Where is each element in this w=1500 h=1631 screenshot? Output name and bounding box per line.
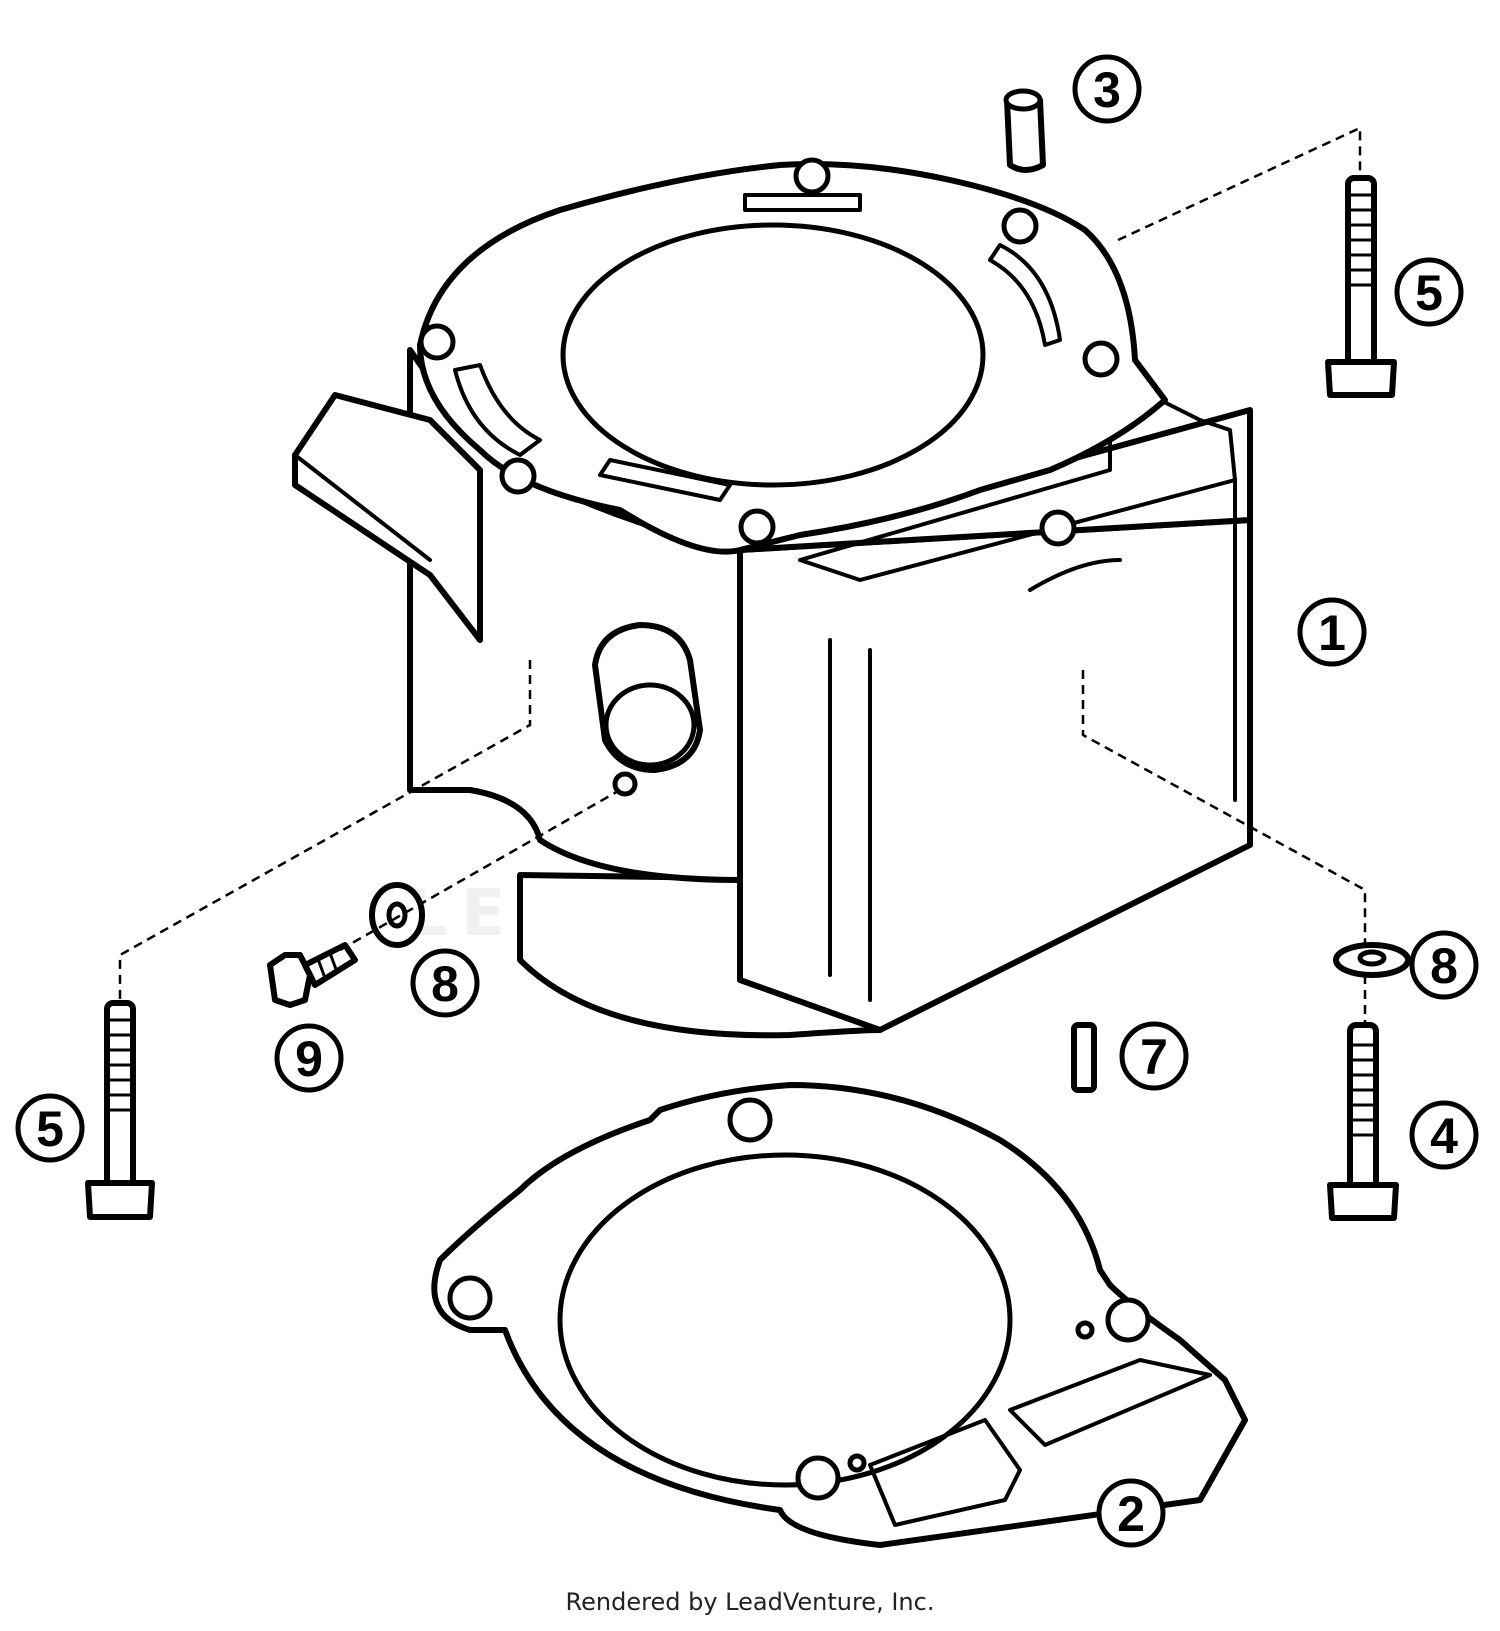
callout-7: 7 — [1119, 1021, 1189, 1091]
svg-text:5: 5 — [36, 1101, 64, 1157]
screw-part[interactable] — [267, 942, 358, 1008]
bolt-bottom-right-part[interactable] — [1327, 1022, 1399, 1221]
callout-5-top: 5 — [1394, 257, 1464, 327]
bolt-bottom-left-part[interactable] — [85, 1000, 155, 1220]
svg-text:2: 2 — [1117, 1486, 1145, 1542]
callout-1: 1 — [1297, 597, 1367, 667]
svg-text:8: 8 — [1430, 938, 1458, 994]
cylinder-part[interactable] — [292, 157, 1253, 1039]
svg-text:3: 3 — [1093, 62, 1121, 118]
footer-credit: Rendered by LeadVenture, Inc. — [565, 1588, 935, 1616]
svg-text:8: 8 — [431, 956, 459, 1012]
bolt-top-right-part[interactable] — [1325, 175, 1397, 398]
svg-text:4: 4 — [1430, 1108, 1458, 1164]
callout-4: 4 — [1409, 1100, 1479, 1170]
svg-text:1: 1 — [1318, 605, 1346, 661]
callout-3: 3 — [1072, 54, 1142, 124]
callout-8-left: 8 — [410, 948, 480, 1018]
washer-right-part[interactable] — [1333, 942, 1411, 978]
callout-2: 2 — [1096, 1478, 1166, 1548]
pin-part[interactable] — [1071, 1022, 1097, 1093]
base-gasket-part[interactable] — [431, 1082, 1248, 1548]
callout-9: 9 — [274, 1023, 344, 1093]
dowel-sleeve-part[interactable] — [1003, 88, 1046, 173]
callout-5-bottom: 5 — [15, 1093, 85, 1163]
svg-text:7: 7 — [1140, 1029, 1168, 1085]
callout-8-right: 8 — [1409, 930, 1479, 1000]
svg-text:9: 9 — [295, 1031, 323, 1087]
leader-lines — [118, 126, 1367, 1025]
washer-left-part[interactable] — [369, 882, 425, 948]
svg-text:5: 5 — [1415, 265, 1443, 321]
